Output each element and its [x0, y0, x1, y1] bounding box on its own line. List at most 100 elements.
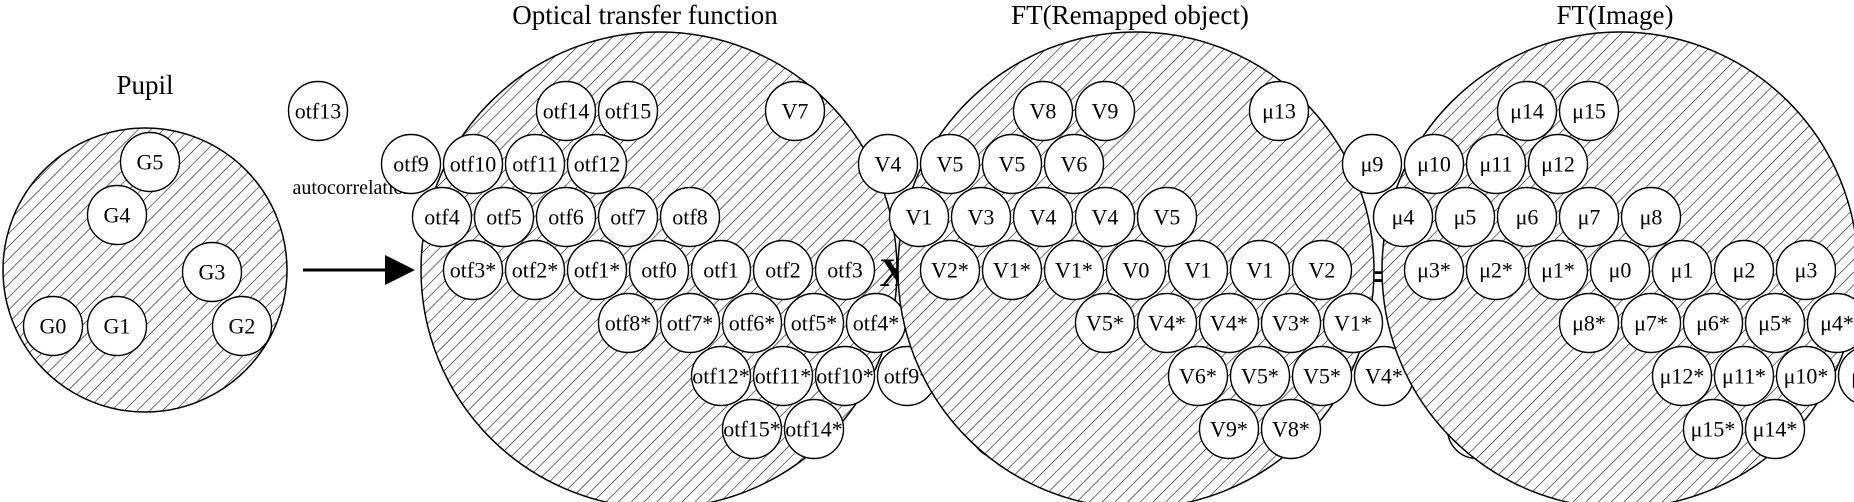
- image-circle: [1465, 133, 1527, 195]
- image-label: μ14*: [1753, 417, 1798, 442]
- otf-circle: [814, 239, 876, 301]
- image-circle: [1682, 292, 1744, 354]
- object-circle: [1260, 292, 1322, 354]
- otf-label: otf6: [548, 205, 583, 230]
- object-label: V1*: [1055, 258, 1093, 283]
- otf-label: otf15*: [723, 417, 780, 442]
- otf-label: otf10: [450, 152, 496, 177]
- image-circle: [1682, 398, 1744, 460]
- object-label: V6*: [1179, 364, 1217, 389]
- object-circle: [1012, 80, 1074, 142]
- otf-circle: [287, 80, 349, 142]
- object-circle: [919, 133, 981, 195]
- image-label: μ14: [1510, 99, 1544, 124]
- image-circle: [1651, 239, 1713, 301]
- image-circle: [1713, 345, 1775, 407]
- otf-label: otf10*: [816, 364, 873, 389]
- image-circle: [1403, 239, 1465, 301]
- object-circle: [1291, 239, 1353, 301]
- object-label: V3*: [1272, 311, 1310, 336]
- object-circle: [1260, 398, 1322, 460]
- otf-circle: [566, 133, 628, 195]
- otf-label: otf4: [424, 205, 459, 230]
- image-circle: [1465, 239, 1527, 301]
- object-circle: [919, 239, 981, 301]
- image-circle: [1341, 133, 1403, 195]
- object-circle: [1198, 292, 1260, 354]
- pupil-circle: [86, 295, 148, 357]
- otf-circle: [721, 292, 783, 354]
- object-label: V5: [999, 152, 1026, 177]
- object-label: V4*: [1365, 364, 1403, 389]
- image-label: μ11*: [1722, 364, 1766, 389]
- otf-label: otf12: [574, 152, 620, 177]
- otf-label: otf11*: [755, 364, 812, 389]
- otf-circle: [783, 398, 845, 460]
- object-circle: [1167, 345, 1229, 407]
- object-title: FT(Remapped object): [1011, 0, 1249, 30]
- image-label: μ10: [1417, 152, 1451, 177]
- object-label: V8: [1030, 99, 1057, 124]
- image-circle: [1806, 292, 1854, 354]
- object-circle: [888, 186, 950, 248]
- otf-circle: [473, 186, 535, 248]
- image-label: μ5: [1454, 205, 1477, 230]
- image-circle: [1527, 133, 1589, 195]
- object-label: V5: [937, 152, 964, 177]
- object-circle: [1074, 292, 1136, 354]
- object-circle: [1043, 239, 1105, 301]
- otf-label: otf14*: [785, 417, 842, 442]
- object-circle: [981, 239, 1043, 301]
- otf-circle: [659, 186, 721, 248]
- object-label: V1*: [993, 258, 1031, 283]
- object-label: V5*: [1241, 364, 1279, 389]
- image-label: μ9*: [1851, 364, 1854, 389]
- pupil-title: Pupil: [116, 70, 173, 100]
- object-label: V5*: [1086, 311, 1124, 336]
- pupil-circle: [119, 131, 181, 193]
- image-circle: [1589, 239, 1651, 301]
- object-circle: [1136, 186, 1198, 248]
- image-circle: [1744, 398, 1806, 460]
- image-circle: [1372, 186, 1434, 248]
- image-label: μ4: [1392, 205, 1415, 230]
- otf-title: Optical transfer function: [512, 0, 778, 30]
- image-label: μ5*: [1758, 311, 1792, 336]
- otf-label: otf1: [703, 258, 738, 283]
- image-circle: [1744, 292, 1806, 354]
- object-label: V2*: [931, 258, 969, 283]
- object-circle: [1198, 398, 1260, 460]
- image-circle: [1837, 349, 1854, 403]
- image-label: μ4*: [1820, 311, 1854, 336]
- image-circle: [1775, 239, 1837, 301]
- image-label: μ15*: [1691, 417, 1736, 442]
- otf-label: otf9: [393, 152, 428, 177]
- otf-label: otf1*: [574, 258, 620, 283]
- image-label: μ9: [1361, 152, 1384, 177]
- image-label: μ2: [1733, 258, 1756, 283]
- image-label: μ1: [1671, 258, 1694, 283]
- pupil-label: G1: [104, 314, 131, 339]
- pupil-label: G0: [40, 314, 67, 339]
- otf-circle: [597, 80, 659, 142]
- otf-circle: [380, 133, 442, 195]
- image-circle: [1713, 239, 1775, 301]
- otf-circle: [752, 239, 814, 301]
- image-label: μ12*: [1660, 364, 1705, 389]
- otf-label: otf5*: [791, 311, 837, 336]
- image-circle: [1620, 292, 1682, 354]
- otf-label: otf3: [827, 258, 862, 283]
- image-title: FT(Image): [1557, 0, 1674, 30]
- object-label: V2: [1309, 258, 1336, 283]
- image-circle: [1496, 186, 1558, 248]
- otf-label: otf2: [765, 258, 800, 283]
- object-label: V3: [968, 205, 995, 230]
- otf-label: otf14: [543, 99, 589, 124]
- object-label: V4: [1092, 205, 1119, 230]
- otf-label: otf8*: [605, 311, 651, 336]
